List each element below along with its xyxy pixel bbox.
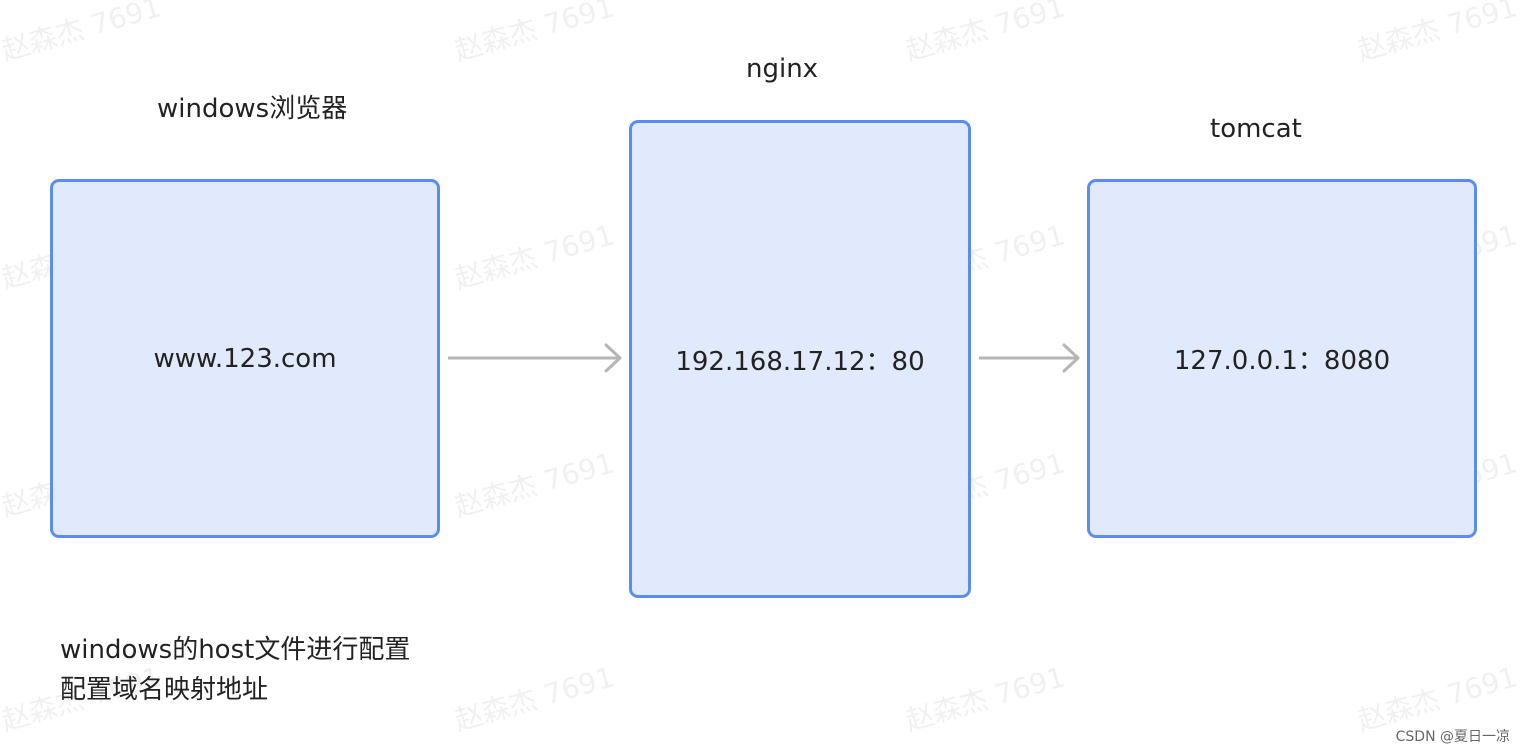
nginx-title: nginx bbox=[746, 54, 819, 84]
hosts-note-line2: 配置域名映射地址 bbox=[60, 675, 269, 705]
hosts-note: windows的host文件进行配置 配置域名映射地址 bbox=[60, 630, 410, 710]
hosts-note-line1: windows的host文件进行配置 bbox=[60, 635, 411, 665]
arrow-nginx-to-tomcat bbox=[979, 343, 1080, 373]
arrow-browser-to-nginx bbox=[448, 343, 622, 373]
source-credit: CSDN @夏日一凉 bbox=[1395, 729, 1510, 745]
browser-box: www.123.com bbox=[50, 179, 440, 538]
tomcat-box: 127.0.0.1：8080 bbox=[1087, 179, 1477, 538]
nginx-address: 192.168.17.12：80 bbox=[675, 346, 925, 377]
browser-title: windows浏览器 bbox=[157, 94, 348, 124]
browser-address: www.123.com bbox=[153, 343, 337, 374]
nginx-box: 192.168.17.12：80 bbox=[629, 120, 971, 598]
tomcat-title: tomcat bbox=[1210, 114, 1302, 144]
tomcat-address: 127.0.0.1：8080 bbox=[1173, 346, 1391, 376]
